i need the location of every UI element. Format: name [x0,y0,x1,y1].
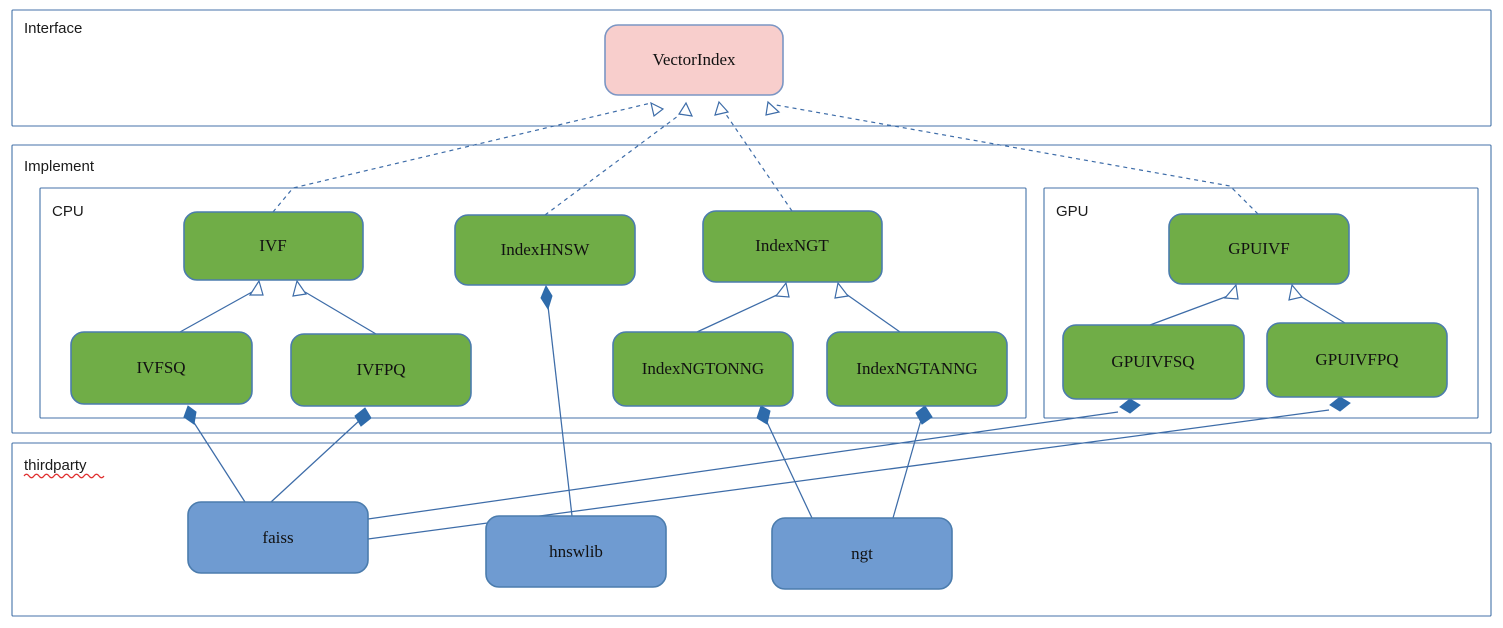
node-gpuivf-box[interactable] [1168,213,1350,285]
edge-gpuivfsq-extends-gpuivf [1149,283,1239,326]
container-thirdparty-label: thirdparty [24,457,87,474]
node-gpuivfpq-box[interactable] [1266,322,1448,398]
edge-gpuivf-realizes-vectorindex [765,100,1259,215]
edge-faiss-composes-ivfpq [270,407,372,503]
spellcheck-underline-icon [23,473,105,479]
edge-ivf-realizes-vectorindex [272,101,665,213]
edge-ivfpq-extends-ivf [292,279,377,335]
node-ivfpq[interactable]: IVFPQ [290,333,472,407]
arrowhead-hollow-triangle-icon [292,279,308,297]
node-ivf-box[interactable] [183,211,364,281]
arrowhead-hollow-triangle-icon [834,281,850,299]
arrowhead-hollow-triangle-icon [248,279,264,296]
node-hnswlib[interactable]: hnswlib [485,515,667,588]
edge-faiss-composes-ivfsq [183,405,246,503]
node-gpuivf[interactable]: GPUIVF [1168,213,1350,285]
arrowhead-hollow-triangle-icon [1223,283,1239,300]
node-indexngt[interactable]: IndexNGT [702,210,883,283]
diamond-composition-icon [1119,398,1141,414]
node-gpuivf-label: GPUIVF [1228,239,1289,258]
node-ngt-box[interactable] [771,517,953,590]
container-thirdparty-box [11,442,1492,617]
node-ivfsq-label: IVFSQ [136,358,185,377]
diamond-composition-icon [1329,396,1351,412]
node-ngt[interactable]: ngt [771,517,953,590]
node-ivfpq-label: IVFPQ [356,360,405,379]
edge-faiss-composes-gpuivfsq [367,398,1141,520]
arrowhead-hollow-triangle-icon [650,101,665,118]
arrowhead-hollow-triangle-icon [714,100,730,116]
edge-gpuivfpq-extends-gpuivf [1288,283,1346,324]
container-interface-label: Interface [24,20,82,37]
node-ivf[interactable]: IVF [183,211,364,281]
container-cpu-label: CPU [52,203,84,220]
node-indexngtonng[interactable]: IndexNGTONNG [612,331,794,407]
node-indexngt-box[interactable] [702,210,883,283]
node-indexngt-label: IndexNGT [755,236,829,255]
node-indexhnsw-box[interactable] [454,214,636,286]
node-gpuivfsq[interactable]: GPUIVFSQ [1062,324,1245,400]
node-faiss[interactable]: faiss [187,501,369,574]
edge-indexngtanng-extends-indexngt [834,281,901,333]
node-gpuivfpq[interactable]: GPUIVFPQ [1266,322,1448,398]
diamond-composition-icon [183,405,197,425]
arrowhead-hollow-triangle-icon [678,101,694,117]
node-ivfsq[interactable]: IVFSQ [70,331,253,405]
node-ivf-label: IVF [259,236,286,255]
diamond-composition-icon [540,284,553,311]
node-ivfsq-box[interactable] [70,331,253,405]
container-thirdparty: thirdparty [11,442,1492,617]
node-gpuivfsq-label: GPUIVFSQ [1111,352,1194,371]
node-hnswlib-label: hnswlib [549,542,603,561]
node-vectorindex[interactable]: VectorIndex [604,24,784,96]
edge-indexngtonng-extends-indexngt [696,281,790,333]
node-vectorindex-box[interactable] [604,24,784,96]
arrowhead-hollow-triangle-icon [1288,283,1304,301]
node-vectorindex-label: VectorIndex [652,50,736,69]
node-ngt-label: ngt [851,544,873,563]
node-indexhnsw-label: IndexHNSW [501,240,591,259]
edge-ivfsq-extends-ivf [179,279,264,333]
node-indexhnsw[interactable]: IndexHNSW [454,214,636,286]
arrowhead-hollow-triangle-icon [774,281,790,298]
node-faiss-label: faiss [262,528,293,547]
edge-indexngt-realizes-vectorindex [714,100,793,212]
node-indexngtonng-box[interactable] [612,331,794,407]
node-indexngtanng-box[interactable] [826,331,1008,407]
edge-ngt-composes-indexngtonng [756,405,813,519]
diamond-composition-icon [915,405,933,425]
diamond-composition-icon [354,407,372,427]
arrowhead-hollow-triangle-icon [765,100,781,116]
node-indexngtanng-label: IndexNGTANNG [856,359,977,378]
edge-hnswlib-composes-indexhnsw [540,284,573,517]
node-hnswlib-box[interactable] [485,515,667,588]
edge-ngt-composes-indexngtanng [892,405,933,519]
container-implement-label: Implement [24,158,95,175]
node-faiss-box[interactable] [187,501,369,574]
node-ivfpq-box[interactable] [290,333,472,407]
container-gpu-label: GPU [1056,203,1089,220]
node-gpuivfpq-label: GPUIVFPQ [1315,350,1398,369]
node-gpuivfsq-box[interactable] [1062,324,1245,400]
diamond-composition-icon [756,405,771,425]
edge-indexhnsw-realizes-vectorindex [544,101,694,216]
node-indexngtonng-label: IndexNGTONNG [642,359,764,378]
node-indexngtanng[interactable]: IndexNGTANNG [826,331,1008,407]
